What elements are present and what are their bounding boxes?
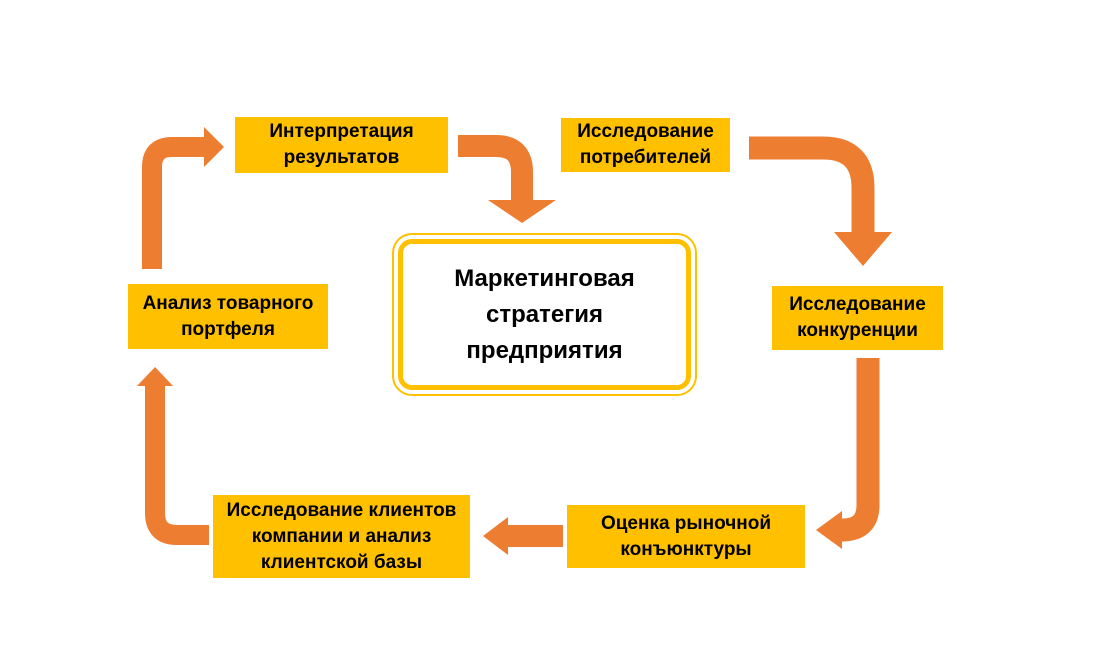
arrow-portfolio-to-interpretation <box>142 127 224 269</box>
node-client-base-analysis: Исследование клиентов компании и анализ … <box>213 495 470 578</box>
arrow-market-assessment-to-clients <box>483 517 563 555</box>
node-client-base-analysis-label: Исследование клиентов компании и анализ … <box>226 499 457 573</box>
node-competition-research: Исследование конкуренции <box>772 286 943 350</box>
arrow-competition-to-market-assessment <box>816 358 880 549</box>
node-product-portfolio-analysis: Анализ товарного портфеля <box>128 284 328 349</box>
node-market-assessment: Оценка рыночной конъюнктуры <box>567 505 805 568</box>
node-market-assessment-label: Оценка рыночной конъюнктуры <box>600 512 772 560</box>
arrow-interpretation-to-center <box>458 135 556 223</box>
center-node-marketing-strategy: Маркетинговая стратегия предприятия <box>392 233 697 396</box>
center-node-inner-frame: Маркетинговая стратегия предприятия <box>398 239 691 390</box>
node-interpretation-results-label: Интерпретация результатов <box>269 121 414 168</box>
arrow-consumers-to-competition <box>749 136 892 266</box>
node-product-portfolio-analysis-label: Анализ товарного портфеля <box>142 292 314 340</box>
node-interpretation-results: Интерпретация результатов <box>235 117 448 173</box>
node-consumer-research: Исследование потребителей <box>561 118 730 172</box>
arrow-clients-to-portfolio <box>137 367 209 545</box>
node-consumer-research-label: Исследование потребителей <box>577 121 714 168</box>
center-node-label: Маркетинговая стратегия предприятия <box>454 264 635 364</box>
node-competition-research-label: Исследование конкуренции <box>789 294 926 341</box>
